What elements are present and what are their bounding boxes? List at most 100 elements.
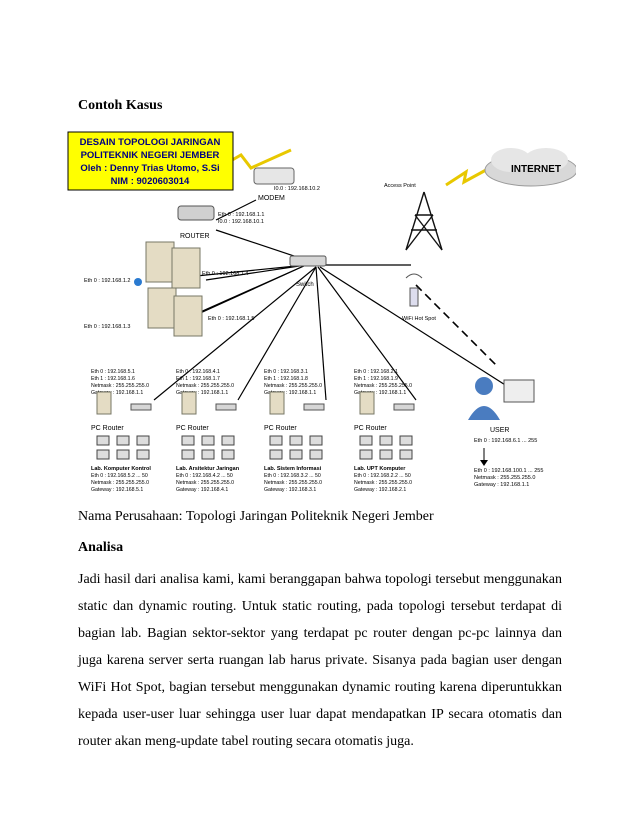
pc-router-label: PC Router <box>176 425 209 432</box>
server-ip: Eth 0 : 192.168.1.2 <box>84 278 130 284</box>
lab-router-ip: Eth 1 : 192.168.1.8 <box>264 376 308 382</box>
heading-analisa: Analisa <box>78 540 124 555</box>
lab-pc-icon <box>136 435 150 446</box>
lab-gateway: Gateway : 192.168.5.1 <box>91 487 143 493</box>
title-line: DESAIN TOPOLOGI JARINGAN <box>80 137 221 148</box>
lab-pc-icon <box>399 449 413 460</box>
modem-icon <box>253 167 295 185</box>
user-gateway: Gateway : 192.168.1.1 <box>474 482 529 488</box>
switch-icon <box>289 255 327 267</box>
pc-router-icon <box>96 391 112 415</box>
modem-ip: I0.0 : 192.168.10.2 <box>274 186 320 192</box>
lab-ip-range: Eth 0 : 192.168.3.2 ... 50 <box>264 473 321 479</box>
lab-pc-icon <box>136 449 150 460</box>
pc-router-label: PC Router <box>91 425 124 432</box>
analysis-text: Jadi hasil dari analisa kami, kami beran… <box>78 572 562 749</box>
lab-router-netmask: Netmask : 255.255.255.0 <box>176 383 234 389</box>
title-line: Oleh : Denny Trias Utomo, S.Si <box>80 163 219 174</box>
company-name-line: Nama Perusahaan: Topologi Jaringan Polit… <box>78 509 434 524</box>
diagram-title-box: DESAIN TOPOLOGI JARINGAN POLITEKNIK NEGE… <box>67 131 234 191</box>
lab-pc-icon <box>289 435 303 446</box>
internet-label: INTERNET <box>511 164 561 175</box>
title-line: NIM : 9020603014 <box>111 176 190 187</box>
lab-pc-icon <box>221 449 235 460</box>
lightning-icon <box>445 168 487 187</box>
lab-router-gateway: Gateway : 192.168.1.1 <box>91 390 143 396</box>
lab-pc-icon <box>379 435 393 446</box>
lab-pc-icon <box>359 435 373 446</box>
lab-gateway: Gateway : 192.168.4.1 <box>176 487 228 493</box>
lab-pc-icon <box>116 449 130 460</box>
lab-name: Lab. Komputer Kontrol <box>91 466 151 472</box>
lab-switch-icon <box>215 403 237 411</box>
lab-pc-icon <box>309 435 323 446</box>
lab-pc-icon <box>181 449 195 460</box>
lab-router-ip: Eth 1 : 192.168.1.9 <box>354 376 398 382</box>
lab-router-ip: Eth 0 : 192.168.5.1 <box>91 369 135 375</box>
lab-switch-icon <box>130 403 152 411</box>
user-label: USER <box>490 427 509 434</box>
router-icon <box>177 205 215 221</box>
lab-netmask: Netmask : 255.255.255.0 <box>91 480 149 486</box>
lab-pc-icon <box>201 435 215 446</box>
pc-router-label: PC Router <box>264 425 297 432</box>
lab-name: Lab. Sistem Informasi <box>264 466 322 472</box>
heading-contoh-kasus: Contoh Kasus <box>78 98 163 113</box>
pc-router-icon <box>359 391 375 415</box>
pc-router-icon <box>269 391 285 415</box>
lab-switch-icon <box>303 403 325 411</box>
lab-pc-icon <box>96 435 110 446</box>
lab-router-ip: Eth 1 : 192.168.1.7 <box>176 376 220 382</box>
user-icon <box>468 377 535 420</box>
lab-pc-icon <box>399 435 413 446</box>
user-ip: Eth 0 : 192.168.6.1 ... 255 <box>474 438 537 444</box>
lab-router-gateway: Gateway : 192.168.1.1 <box>264 390 316 396</box>
internet-cloud-icon: INTERNET <box>484 148 576 187</box>
lab-pc-icon <box>221 435 235 446</box>
lab-ip-range: Eth 0 : 192.168.4.2 ... 50 <box>176 473 233 479</box>
wifi-hotspot-icon <box>405 273 423 307</box>
lab-netmask: Netmask : 255.255.255.0 <box>176 480 234 486</box>
lab-pc-icon <box>289 449 303 460</box>
router-ip: Eth 0 : 192.168.1.1 <box>218 212 264 218</box>
lab-pc-icon <box>309 449 323 460</box>
lab-router-netmask: Netmask : 255.255.255.0 <box>91 383 149 389</box>
lab-netmask: Netmask : 255.255.255.0 <box>354 480 412 486</box>
lab-ip-range: Eth 0 : 192.168.2.2 ... 50 <box>354 473 411 479</box>
lab-router-ip: Eth 0 : 192.168.3.1 <box>264 369 308 375</box>
server-ip: Eth 0 : 192.168.1.4 <box>202 271 248 277</box>
lab-router-ip: Eth 0 : 192.168.2.1 <box>354 369 398 375</box>
lab-router-netmask: Netmask : 255.255.255.0 <box>354 383 412 389</box>
lab-pc-icon <box>269 435 283 446</box>
analysis-paragraph: Jadi hasil dari analisa kami, kami beran… <box>78 566 562 755</box>
lab-router-gateway: Gateway : 192.168.1.1 <box>354 390 406 396</box>
server-ip: Eth 0 : 192.168.1.3 <box>84 324 130 330</box>
router-ip: I0.0 : 192.168.10.1 <box>218 219 264 225</box>
lab-pc-icon <box>201 449 215 460</box>
lab-router-ip: Eth 0 : 192.168.4.1 <box>176 369 220 375</box>
access-point-label: Access Point <box>384 183 416 189</box>
network-topology-diagram: DESAIN TOPOLOGI JARINGAN POLITEKNIK NEGE… <box>66 130 576 500</box>
lab-router-ip: Eth 1 : 192.168.1.6 <box>91 376 135 382</box>
lab-name: Lab. Arsitektur Jaringan <box>176 466 240 472</box>
wifi-label: WiFi Hot Spot <box>402 316 436 322</box>
network-links <box>153 199 522 401</box>
switch-label: Switch <box>296 282 314 288</box>
user-range: Eth 0 : 192.168.100.1 ... 255 <box>474 468 543 474</box>
lab-pc-icon <box>359 449 373 460</box>
pc-router-icon <box>181 391 197 415</box>
router-label: ROUTER <box>180 233 210 240</box>
lab-switch-icon <box>393 403 415 411</box>
lab-router-netmask: Netmask : 255.255.255.0 <box>264 383 322 389</box>
user-netmask: Netmask : 255.255.255.0 <box>474 475 535 481</box>
lab-name: Lab. UPT Komputer <box>354 466 406 472</box>
lab-router-gateway: Gateway : 192.168.1.1 <box>176 390 228 396</box>
lab-pc-icon <box>116 435 130 446</box>
lab-gateway: Gateway : 192.168.3.1 <box>264 487 316 493</box>
pc-router-label: PC Router <box>354 425 387 432</box>
server-ip: Eth 0 : 192.168.1.5 <box>208 316 254 322</box>
lab-pc-icon <box>181 435 195 446</box>
lab-pc-icon <box>269 449 283 460</box>
lab-ip-range: Eth 0 : 192.168.5.2 ... 50 <box>91 473 148 479</box>
